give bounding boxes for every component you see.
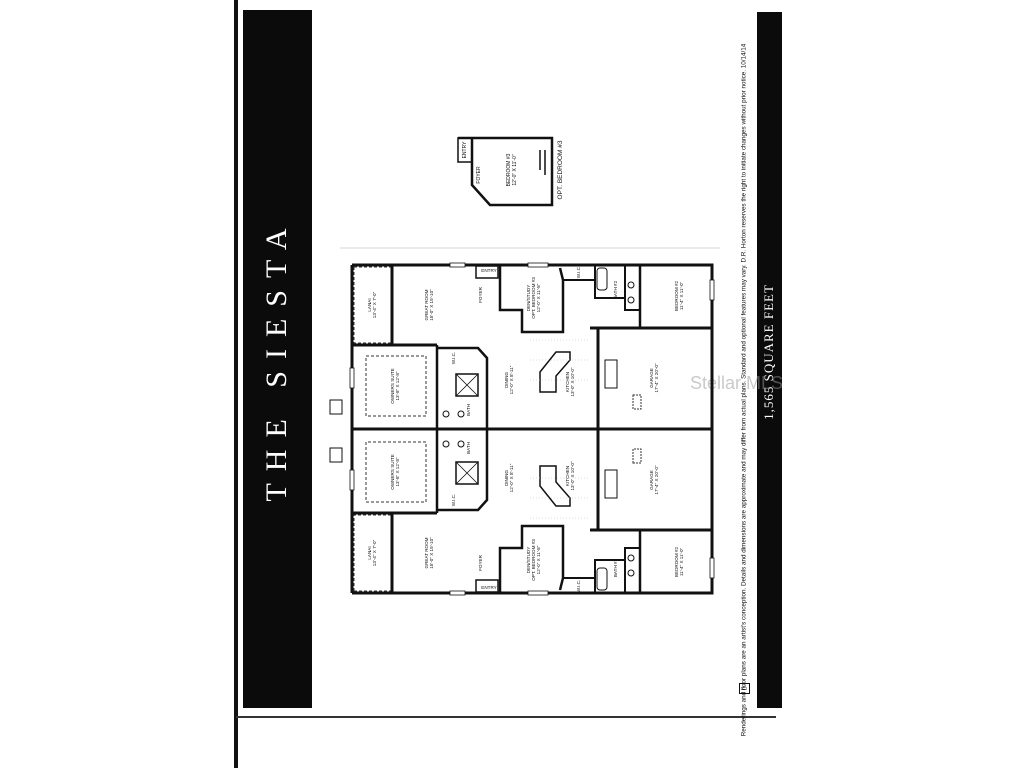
garage-label: GARAGE xyxy=(649,470,654,490)
owners-suite-label: OWNERS SUITE xyxy=(390,368,395,403)
option-bedroom-label: BEDROOM #3 xyxy=(506,153,512,186)
lanai-dim: 13'-4" X 7'-0" xyxy=(372,291,377,318)
wic-label: W.I.C. xyxy=(576,580,581,593)
option-entry-label: ENTRY xyxy=(462,141,468,159)
option-foyer-label: FOYER xyxy=(476,166,482,184)
garage-label: GARAGE xyxy=(649,368,654,388)
lanai-dim: 13'-4" X 7'-0" xyxy=(372,539,377,566)
bath2-label: BATH #2 xyxy=(613,558,618,577)
ac-unit-icon xyxy=(329,399,343,415)
bedroom2-dim: 11'-4" X 11'-0" xyxy=(679,547,684,576)
page-bottom-line xyxy=(236,716,776,718)
bath2-label: BATH #2 xyxy=(613,280,618,299)
option-plan xyxy=(457,136,554,207)
kitchen-label: KITCHEN xyxy=(565,466,570,486)
den-label: DEN/STUDY xyxy=(526,285,531,312)
den-label: DEN/STUDY xyxy=(526,547,531,574)
foyer-label: FOYER xyxy=(478,286,483,303)
owners-wic-label: W.I.C. xyxy=(451,352,456,365)
owners-suite-dim: 13'-8" X 12'-8" xyxy=(395,371,400,400)
page-edge-line xyxy=(234,0,238,768)
great-room-dim: 15'-0" X 15'-10" xyxy=(429,537,434,569)
owners-bath-label: BATH xyxy=(466,404,471,416)
foyer-label: FOYER xyxy=(478,554,483,571)
dining-label: DINING xyxy=(504,470,509,487)
sqft-band xyxy=(757,12,782,708)
bedroom2-dim: 11'-4" X 11'-0" xyxy=(679,281,684,310)
owners-suite-label: OWNERS SUITE xyxy=(390,454,395,489)
den-label-2: OPT. BEDROOM #3 xyxy=(531,277,536,319)
dining-dim: 12'-0" X 8'-11" xyxy=(509,463,514,492)
kitchen-label: KITCHEN xyxy=(565,372,570,392)
den-dim: 12'-0" X 11'-8" xyxy=(536,283,541,312)
owners-wic-label: W.I.C. xyxy=(451,494,456,507)
equal-housing-icon: ⌂ xyxy=(739,683,750,694)
kitchen-dim: 13'-0" X 10'-0" xyxy=(570,367,575,396)
dining-label: DINING xyxy=(504,372,509,389)
lanai-label: LANAI xyxy=(367,298,372,311)
owners-bath-label: BATH xyxy=(466,442,471,454)
kitchen-dim: 13'-0" X 10'-0" xyxy=(570,461,575,490)
great-room-label: GREAT ROOM xyxy=(424,537,429,568)
wic-label: W.I.C. xyxy=(576,266,581,279)
great-room-label: GREAT ROOM xyxy=(424,289,429,320)
ac-unit-icon xyxy=(329,447,343,463)
garage-dim: 17'-4" X 20'-0" xyxy=(654,465,659,494)
option-title: OPT. BEDROOM #3 xyxy=(557,140,564,199)
dining-dim: 12'-0" X 8'-11" xyxy=(509,365,514,394)
option-bedroom-dim: 12'-0" X 11'-0" xyxy=(512,154,518,185)
den-dim: 12'-0" X 11'-8" xyxy=(536,545,541,574)
title-band xyxy=(243,10,312,708)
great-room-dim: 15'-0" X 15'-10" xyxy=(429,289,434,321)
owners-suite-dim: 13'-8" X 12'-8" xyxy=(395,457,400,486)
entry-label: ENTRY xyxy=(481,585,497,590)
lanai-label: LANAI xyxy=(367,546,372,559)
garage-dim: 17'-4" X 20'-0" xyxy=(654,363,659,392)
den-label-2: OPT. BEDROOM #3 xyxy=(531,539,536,581)
bedroom2-label: BEDROOM #2 xyxy=(674,280,679,311)
bedroom2-label: BEDROOM #2 xyxy=(674,546,679,577)
entry-label: ENTRY xyxy=(481,268,497,273)
